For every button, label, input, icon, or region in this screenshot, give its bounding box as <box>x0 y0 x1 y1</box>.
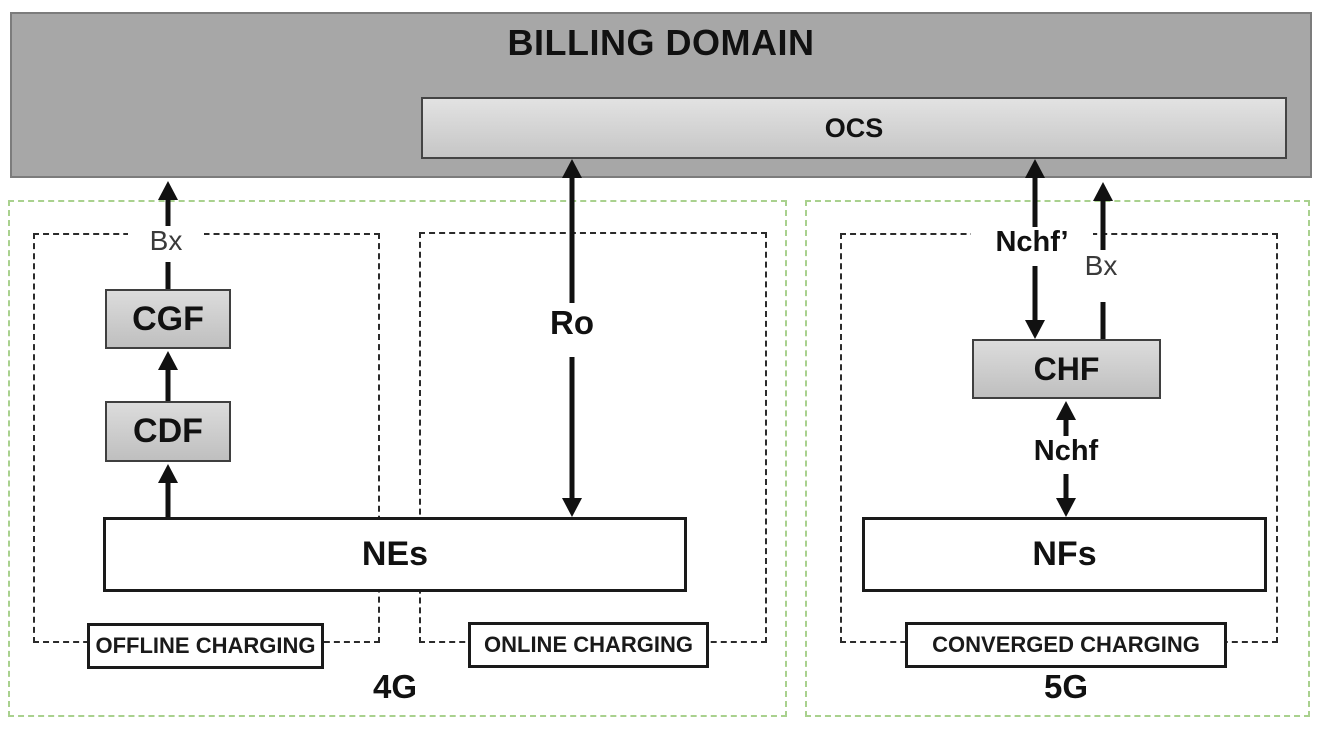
offline-charging-label: OFFLINE CHARGING <box>87 623 324 669</box>
bx-interface-label-5g: Bx <box>1063 251 1139 280</box>
chf-node: CHF <box>972 339 1161 399</box>
cdf-node: CDF <box>105 401 231 462</box>
cdf-to-cgf-arrow <box>158 351 178 403</box>
bx-arrow-4g <box>158 181 178 291</box>
billing-domain-title: BILLING DOMAIN <box>507 22 815 63</box>
bx-arrow-5g <box>1093 182 1113 341</box>
ro-arrow <box>562 159 582 517</box>
tag-5g: 5G <box>1043 668 1089 705</box>
nchf-prime-arrow <box>1025 159 1045 339</box>
nchf-arrow <box>1056 401 1076 517</box>
ocs-node: OCS <box>421 97 1287 159</box>
cgf-node: CGF <box>105 289 231 349</box>
bx-interface-label-4g: Bx <box>128 226 204 255</box>
online-charging-label: ONLINE CHARGING <box>468 622 709 668</box>
nes-node: NEs <box>103 517 687 592</box>
nes-to-cdf-arrow <box>158 464 178 519</box>
nfs-node: NFs <box>862 517 1267 592</box>
tag-4g: 4G <box>372 668 418 705</box>
section-5g <box>805 200 1310 717</box>
ro-interface-label: Ro <box>522 305 622 341</box>
nchf-interface-label: Nchf <box>1005 436 1127 466</box>
converged-charging-label: CONVERGED CHARGING <box>905 622 1227 668</box>
billing-domain-bar: BILLING DOMAIN OCS <box>10 12 1312 178</box>
nchf-prime-interface-label: Nchf’ <box>971 227 1093 257</box>
section-4g <box>8 200 787 717</box>
